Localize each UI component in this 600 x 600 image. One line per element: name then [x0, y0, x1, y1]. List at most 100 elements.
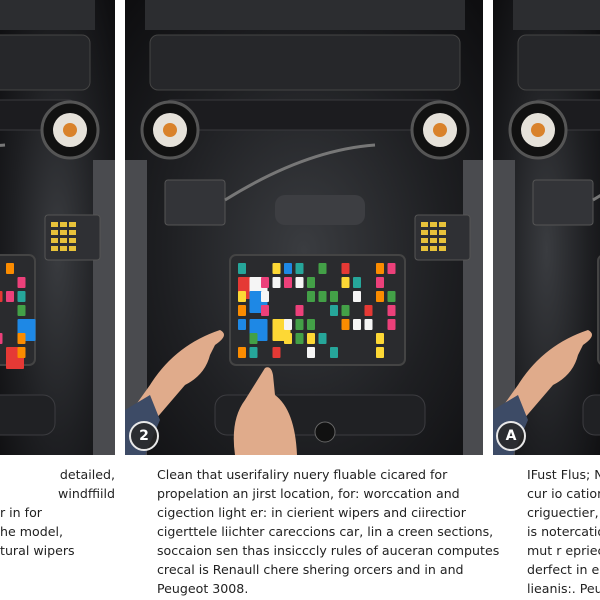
cowl-panel	[0, 34, 91, 91]
fuse	[353, 277, 361, 288]
fuse	[261, 305, 269, 316]
photo-panel-left	[0, 0, 115, 455]
fuse	[238, 305, 246, 316]
fuse	[318, 263, 327, 274]
fuse	[272, 347, 281, 358]
fuse	[6, 263, 14, 274]
cable	[592, 194, 600, 202]
emblem-center	[63, 123, 77, 137]
relay-module	[414, 214, 471, 261]
bumper-area	[0, 394, 56, 436]
fuse	[284, 277, 292, 288]
fuse	[307, 333, 315, 344]
side-pillar	[463, 160, 483, 455]
caption-line: IFust Flus; N	[527, 467, 600, 482]
fuse	[69, 246, 76, 251]
hood-panel	[145, 0, 465, 30]
fuse	[376, 263, 384, 274]
fuse	[295, 305, 304, 316]
caption-line: lieanis:. Peu	[527, 581, 600, 596]
fuse	[430, 222, 437, 227]
fuse	[238, 319, 246, 330]
fuse	[364, 319, 373, 330]
fuse	[376, 291, 384, 302]
fuse	[60, 230, 67, 235]
caption-line: mut r epriec	[527, 543, 600, 558]
cowl-panel	[149, 34, 461, 91]
fuse	[353, 291, 361, 302]
fuse	[51, 230, 58, 235]
fuse	[238, 291, 246, 302]
fuse	[249, 347, 258, 358]
photo-panel-right	[493, 0, 600, 455]
fuse	[51, 238, 58, 243]
side-pillar	[125, 160, 147, 455]
fuse	[430, 246, 437, 251]
fuse	[0, 291, 3, 302]
fuse	[376, 347, 384, 358]
fuse	[421, 246, 428, 251]
fuse	[330, 305, 338, 316]
engine-bay-image	[493, 0, 600, 455]
fuse	[284, 263, 292, 274]
hood-panel	[513, 0, 600, 30]
fuse	[353, 319, 361, 330]
fuse	[430, 238, 437, 243]
fuse	[69, 230, 76, 235]
side-pillar	[493, 160, 515, 455]
fuse	[318, 333, 327, 344]
fuse	[330, 347, 338, 358]
fuse	[69, 238, 76, 243]
caption-line: cigerttele liichter careccions car, lin …	[157, 524, 494, 539]
caption-line: windffiild	[58, 486, 115, 501]
step-badge: A	[496, 421, 526, 451]
fuse	[421, 238, 428, 243]
fuse	[439, 230, 446, 235]
caption-line: criguectier,	[527, 505, 599, 520]
fuse	[439, 222, 446, 227]
caption-line: cur io cation	[527, 486, 600, 501]
fuse	[376, 333, 384, 344]
step-badge: 2	[129, 421, 159, 451]
side-pillar	[93, 160, 115, 455]
fuse	[387, 263, 396, 274]
knob	[314, 421, 336, 443]
fuse	[272, 263, 281, 274]
caption-line: Peugeot 3008.	[157, 581, 249, 596]
fuse	[387, 319, 396, 330]
caption-line: is notercatio	[527, 524, 600, 539]
fuse	[295, 263, 304, 274]
engine-cover	[275, 195, 365, 225]
caption-line: he model,	[0, 524, 63, 539]
fuse	[261, 291, 269, 302]
fuse	[17, 291, 26, 302]
fuse	[51, 246, 58, 251]
fuse	[284, 319, 292, 330]
fuse	[341, 319, 350, 330]
fuse	[439, 238, 446, 243]
caption-line: soccaion sen thas insicccly rules of auc…	[157, 543, 500, 558]
hood-panel	[0, 0, 95, 30]
fuse	[17, 347, 26, 358]
fuse	[330, 291, 338, 302]
fuse	[249, 333, 258, 344]
emblem-center	[163, 123, 177, 137]
caption-line: propelation an jirst location, for: worc…	[157, 486, 460, 501]
hand	[233, 367, 297, 455]
relay-module	[532, 179, 594, 226]
cable	[0, 143, 6, 147]
fuse	[51, 222, 58, 227]
fuse	[295, 277, 304, 288]
fuse	[307, 319, 315, 330]
engine-bay-image	[125, 0, 483, 455]
caption-line: r in for	[0, 505, 42, 520]
fuse	[17, 277, 26, 288]
caption-line: detailed,	[59, 467, 115, 482]
fuse	[17, 333, 26, 344]
fuse	[387, 305, 396, 316]
fuse	[69, 222, 76, 227]
fuse	[60, 222, 67, 227]
fuse	[341, 277, 350, 288]
fuse	[341, 305, 350, 316]
fuse	[318, 291, 327, 302]
